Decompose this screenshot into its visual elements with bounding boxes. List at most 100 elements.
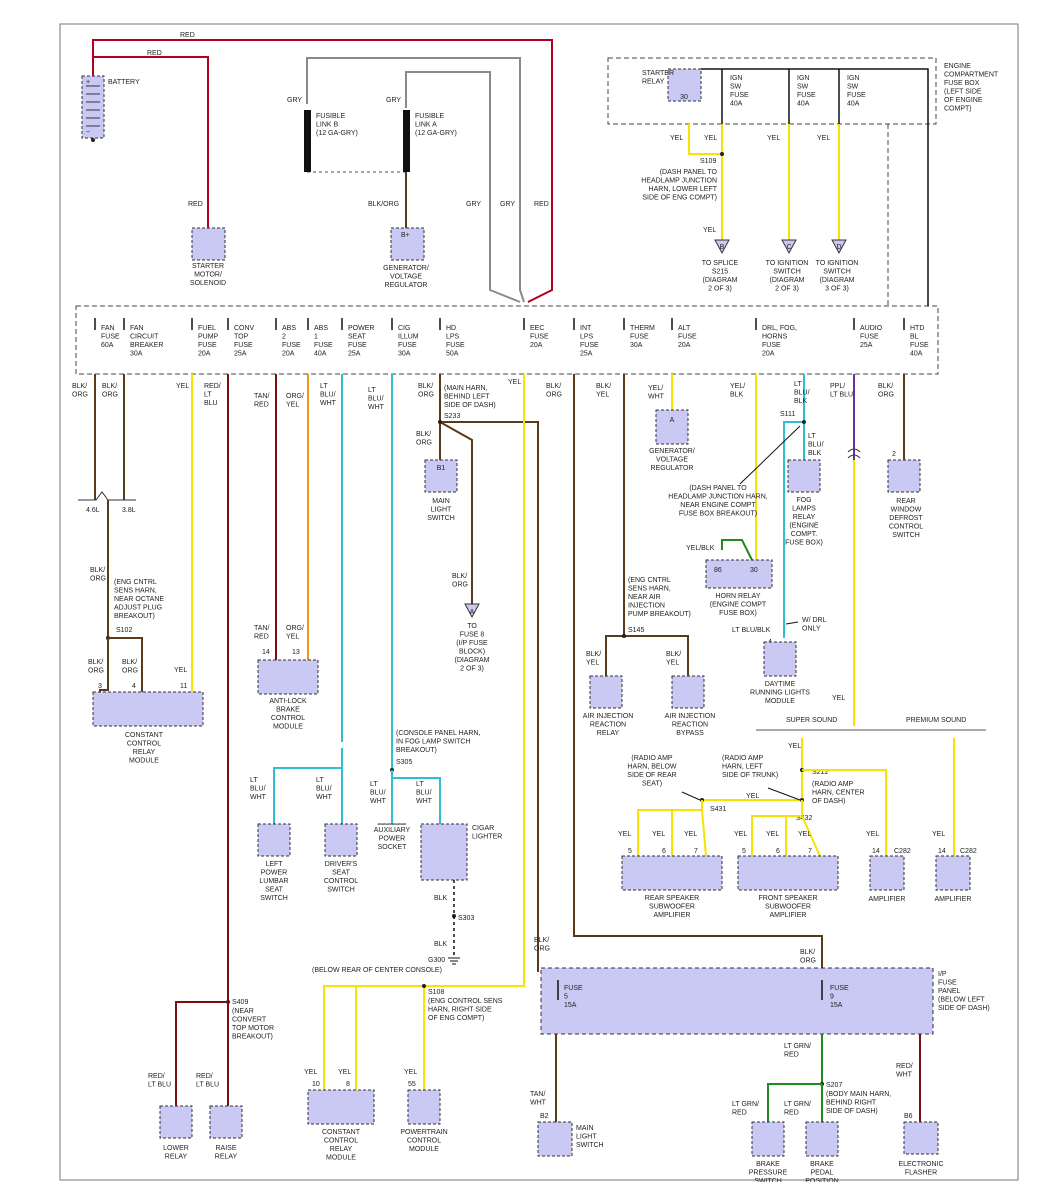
ign-fuse-label: SW <box>847 84 859 91</box>
ip-fuse-panel <box>540 967 934 1035</box>
splice-note: SIDE OF TRUNK) <box>722 772 778 779</box>
driver-seat-label: SEAT <box>332 870 350 877</box>
connector-letter: A <box>470 609 475 616</box>
wire-label: WHT <box>530 1100 547 1107</box>
fuse-label: HTD <box>910 325 924 332</box>
fuse-label: 30A <box>130 351 143 358</box>
pin-label: 30 <box>680 94 688 101</box>
amplifier-2 <box>935 855 971 891</box>
main-light-switch-b1 <box>424 459 458 493</box>
fog-relay-label: FUSE BOX) <box>785 540 823 547</box>
connector-letter: B <box>720 244 725 251</box>
ccrm2-label: CONSTANT <box>322 1129 361 1136</box>
wire-label: GRY <box>466 201 481 208</box>
main-light-switch-label: SWITCH <box>427 515 455 522</box>
lower-relay <box>159 1105 193 1139</box>
abs-module <box>257 659 319 695</box>
ccrm2-label: RELAY <box>330 1146 353 1153</box>
fuse-label: 1 <box>314 334 318 341</box>
connector-text: TO IGNITION <box>766 260 809 267</box>
lumbar-label: SEAT <box>265 887 283 894</box>
pin-label: A <box>670 417 675 424</box>
fuse-label: AUDIO <box>860 325 883 332</box>
fuse-label: FUSE <box>860 334 879 341</box>
drivers-seat-switch <box>324 823 358 857</box>
splice-note: SEAT) <box>642 781 662 788</box>
fog-relay-label: LAMPS <box>792 506 816 513</box>
fusible-link-a <box>403 110 410 172</box>
fuse-label: 25A <box>234 351 247 358</box>
wire-label: RED <box>784 1110 799 1117</box>
front-sub-label: SUBWOOFER <box>765 904 811 911</box>
starter-red-wire <box>93 56 209 228</box>
horn-relay-label: (ENGINE COMPT <box>710 602 767 609</box>
fusible-link-a-wire <box>405 71 521 303</box>
engine-bracket <box>78 491 136 501</box>
wire-label: BLK/ <box>452 573 467 580</box>
mls-label: SWITCH <box>576 1142 604 1149</box>
air-relay-label: REACTION <box>590 722 626 729</box>
fusible-link-b <box>304 110 311 172</box>
fog-relay-label: RELAY <box>793 514 816 521</box>
horn-relay <box>705 559 773 589</box>
fuse-label: FUSE <box>530 334 549 341</box>
wire-label: ORG <box>546 392 562 399</box>
fuse-label: 40A <box>910 351 923 358</box>
therm-wire <box>605 374 625 676</box>
lt-grn-red-wire <box>767 1083 822 1122</box>
fog-lamps-relay <box>787 459 821 493</box>
fuse-label: CIG <box>398 325 410 332</box>
connector-text: SWITCH <box>773 269 801 276</box>
wire-label: LT <box>204 392 212 399</box>
callout-line <box>785 621 799 625</box>
splice-note: SIDE OF DASH) <box>444 402 496 409</box>
wire-label: ORG <box>122 668 138 675</box>
aux-socket-label: SOCKET <box>378 844 408 851</box>
pin-label: 7 <box>694 848 698 855</box>
wire-label: BLU/ <box>316 786 332 793</box>
pcm-label: MODULE <box>409 1146 439 1153</box>
super-sound-label: SUPER SOUND <box>786 717 837 724</box>
connector-text: TO IGNITION <box>816 260 859 267</box>
wire-label: WHT <box>648 394 665 401</box>
splice-label: S305 <box>396 759 412 766</box>
wire-label: RED <box>732 1110 747 1117</box>
brake-pressure-label: SWITCH <box>754 1178 782 1182</box>
wire-label: WHT <box>316 794 333 801</box>
air-bypass-label: AIR INJECTION <box>665 713 716 720</box>
wire-label: ORG <box>534 946 550 953</box>
fuse-label: FUSE <box>234 342 253 349</box>
air-relay-label: AIR INJECTION <box>583 713 634 720</box>
connector-a <box>464 603 480 619</box>
yel-blk-wire <box>721 539 753 561</box>
ip-panel-label: FUSE <box>938 980 957 987</box>
generator-voltage-regulator <box>655 409 689 445</box>
ccrm2-label: MODULE <box>326 1155 356 1162</box>
fuse-label: THERM <box>630 325 655 332</box>
pin-label: 30 <box>750 567 758 574</box>
generator <box>390 227 425 261</box>
wire-label: LT BLU/BLK <box>732 627 771 634</box>
wire-label: YEL <box>596 392 609 399</box>
pin-label: 4 <box>132 683 136 690</box>
wire-label: WHT <box>368 404 385 411</box>
splice-note: HEADLAMP JUNCTION HARN, <box>668 494 767 501</box>
splice-note: OF DASH) <box>812 798 845 805</box>
brake-pedal-position-switch <box>805 1121 839 1157</box>
fuse-label: FUSE <box>314 342 333 349</box>
splice-note: OF ENG COMPT) <box>428 1015 484 1022</box>
wire-label: LT <box>794 381 802 388</box>
gen-reg-label: VOLTAGE <box>656 457 688 464</box>
horn-relay-label: HORN RELAY <box>716 593 761 600</box>
fuse5-label: 15A <box>564 1002 577 1009</box>
splice-note: SENS HARN, <box>628 586 671 593</box>
rear-defrost-label: CONTROL <box>889 524 923 531</box>
callout-line <box>767 787 801 801</box>
engine-fuse-box-label: OF ENGINE <box>944 97 983 104</box>
wire-label: BLK <box>794 398 808 405</box>
daytime-running-lights-module <box>763 641 797 677</box>
fuse-label: FUSE <box>101 334 120 341</box>
fuse-label: CIRCUIT <box>130 334 159 341</box>
wire-label: YEL <box>508 379 521 386</box>
rear-defrost-label: DEFROST <box>889 515 923 522</box>
